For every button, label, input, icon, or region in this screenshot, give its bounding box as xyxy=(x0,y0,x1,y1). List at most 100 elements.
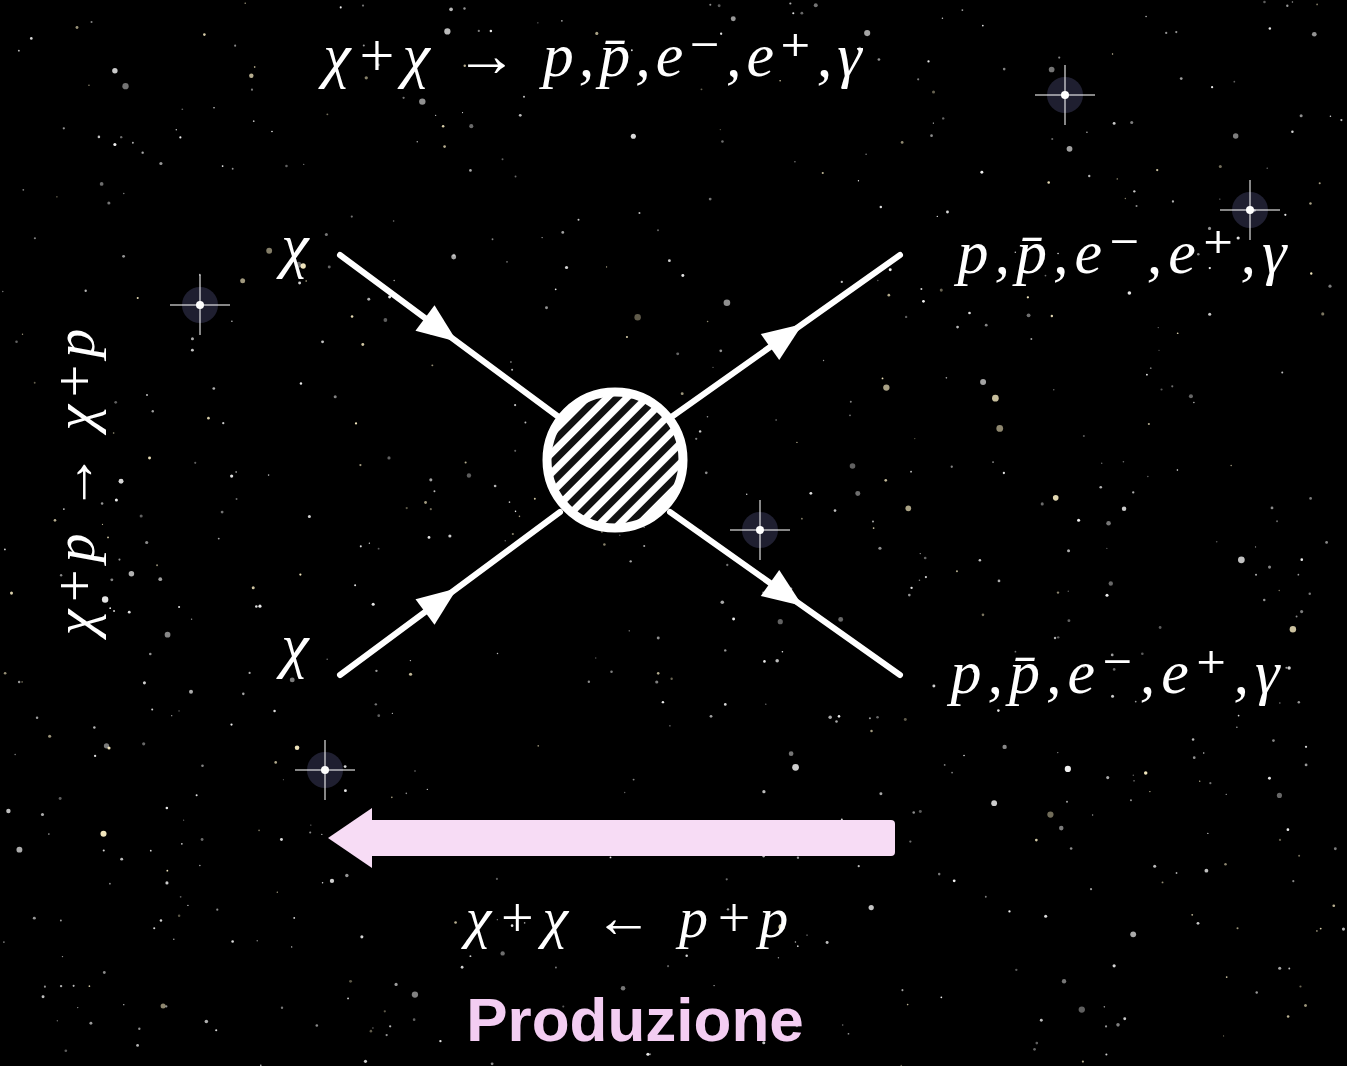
star xyxy=(880,206,883,209)
star xyxy=(676,352,679,355)
star xyxy=(1057,636,1059,638)
star xyxy=(142,742,145,745)
star xyxy=(795,941,797,943)
star xyxy=(877,280,879,282)
star xyxy=(524,422,526,424)
star xyxy=(1058,56,1060,58)
star xyxy=(359,464,361,466)
star xyxy=(1292,1,1293,2)
star xyxy=(21,681,22,682)
star xyxy=(1320,928,1322,930)
star xyxy=(1269,27,1271,29)
star xyxy=(385,1034,387,1036)
star xyxy=(255,605,258,608)
star xyxy=(1067,549,1070,552)
star xyxy=(942,17,943,18)
star xyxy=(141,151,143,153)
star xyxy=(878,58,881,61)
star xyxy=(393,220,395,222)
star xyxy=(919,579,921,581)
star xyxy=(985,324,988,327)
star xyxy=(1059,826,1064,831)
star xyxy=(951,466,953,468)
star xyxy=(73,985,75,987)
star xyxy=(435,115,436,116)
star xyxy=(726,878,728,880)
star xyxy=(991,800,997,806)
star xyxy=(1015,969,1017,971)
star xyxy=(1175,31,1177,33)
star xyxy=(500,951,504,955)
star xyxy=(345,874,348,877)
star xyxy=(920,288,922,290)
star xyxy=(541,237,542,238)
star xyxy=(997,709,1000,712)
star xyxy=(1230,465,1231,466)
star xyxy=(634,314,640,320)
star xyxy=(326,658,328,660)
star xyxy=(122,83,128,89)
star xyxy=(1145,16,1146,17)
star xyxy=(610,857,612,859)
star xyxy=(1281,371,1283,373)
star xyxy=(150,850,152,852)
star xyxy=(709,198,712,201)
star xyxy=(59,797,62,800)
star xyxy=(1041,502,1044,505)
star xyxy=(6,809,10,813)
star xyxy=(285,165,288,168)
star xyxy=(961,9,963,11)
star xyxy=(879,792,882,795)
star xyxy=(719,349,722,352)
star xyxy=(410,660,411,661)
star xyxy=(713,985,714,986)
star xyxy=(330,879,334,883)
star xyxy=(392,713,393,714)
star xyxy=(980,171,983,174)
star xyxy=(1334,847,1337,850)
star xyxy=(1040,1019,1043,1022)
star xyxy=(89,985,91,987)
star xyxy=(901,141,904,144)
star xyxy=(626,336,628,338)
star xyxy=(303,164,304,165)
star xyxy=(519,114,522,117)
star xyxy=(872,520,874,522)
star xyxy=(1193,402,1194,403)
star xyxy=(1176,872,1178,874)
star xyxy=(603,543,606,546)
star xyxy=(925,576,927,578)
star xyxy=(132,142,134,144)
bright-star xyxy=(1035,65,1095,125)
star xyxy=(1263,1,1266,4)
star xyxy=(271,131,273,133)
star xyxy=(85,290,87,292)
star xyxy=(4,549,6,551)
star xyxy=(161,1003,166,1008)
reaction-scattering: χ+p → χ+p xyxy=(46,325,104,635)
star xyxy=(443,145,446,148)
star xyxy=(940,996,942,998)
star xyxy=(946,211,949,214)
star xyxy=(213,107,215,109)
star xyxy=(1109,581,1113,585)
star xyxy=(1062,979,1066,983)
particle-label: p,p̄,e⁻,e⁺,γ xyxy=(958,221,1293,283)
star xyxy=(48,833,50,835)
star xyxy=(442,125,445,128)
star xyxy=(76,26,79,29)
star xyxy=(18,681,20,683)
reaction-production: χ+χ ← p+p xyxy=(466,889,794,947)
star xyxy=(1147,476,1148,477)
star xyxy=(1162,881,1164,883)
star xyxy=(979,559,982,562)
star xyxy=(720,129,721,130)
star xyxy=(1086,132,1087,133)
star xyxy=(996,425,1003,432)
star xyxy=(1165,32,1167,34)
star xyxy=(129,571,135,577)
star xyxy=(838,715,841,718)
star xyxy=(1298,574,1300,576)
star xyxy=(171,715,172,716)
particle-lines xyxy=(340,255,900,675)
